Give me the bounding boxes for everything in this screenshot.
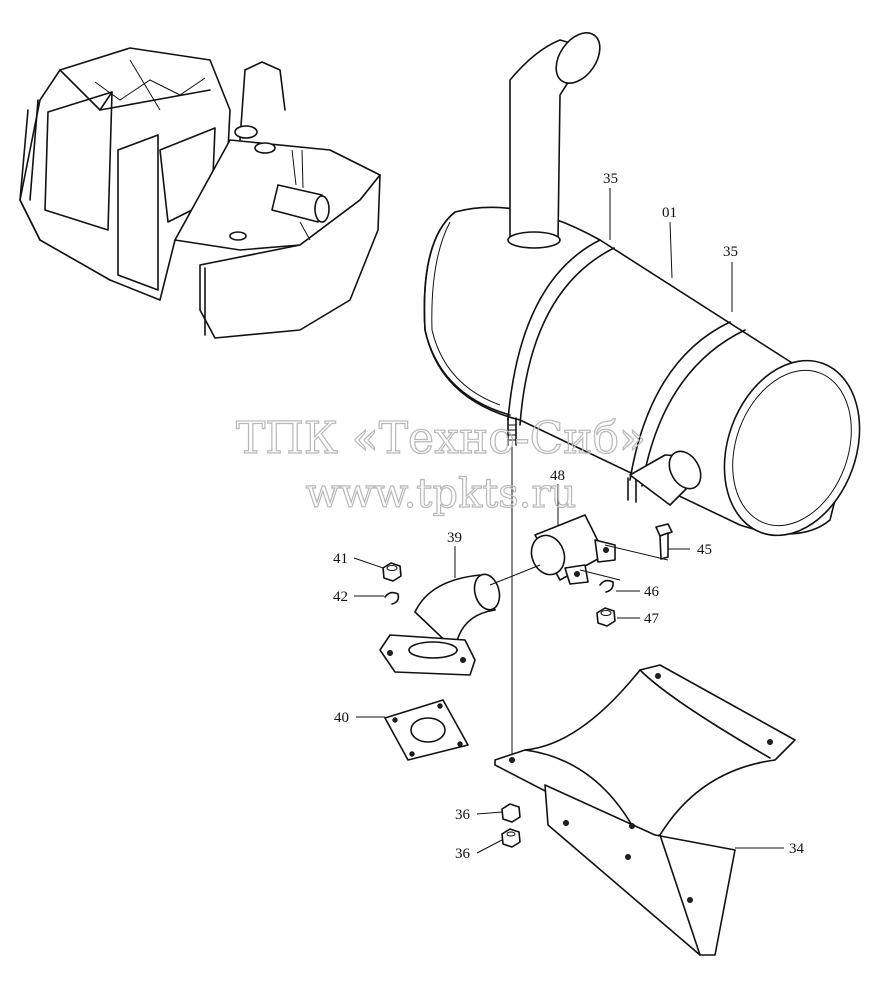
callout-48: 48 <box>550 468 565 484</box>
nut-36-upper <box>501 803 521 823</box>
washer-46 <box>599 579 614 593</box>
nut-41 <box>382 562 402 582</box>
muffler-assembly <box>423 32 861 537</box>
watermark-line2: www.tpkts.ru <box>306 471 577 517</box>
callout-36a: 36 <box>455 807 471 823</box>
callout-47: 47 <box>644 611 660 627</box>
watermark-line1: ТПК «Техно-Сиб» <box>236 413 646 464</box>
leader-lines <box>353 188 784 854</box>
callout-41: 41 <box>333 551 348 567</box>
callout-35a: 35 <box>603 171 618 187</box>
callout-labels: 35 01 35 48 39 41 42 45 46 47 40 36 36 3… <box>333 171 805 862</box>
washer-42 <box>384 591 400 605</box>
clamp-48 <box>530 514 669 585</box>
gasket-40 <box>384 699 469 761</box>
excavator-overview <box>19 47 381 339</box>
callout-34: 34 <box>789 841 805 857</box>
callout-45: 45 <box>697 542 712 558</box>
elbow-pipe-39 <box>379 564 541 676</box>
bolt-45 <box>655 523 673 560</box>
watermark: ТПК «Техно-Сиб» www.tpkts.ru <box>235 412 646 517</box>
nut-47 <box>596 607 616 627</box>
callout-01: 01 <box>662 205 677 221</box>
nut-36-lower <box>501 828 521 848</box>
callout-39: 39 <box>447 530 462 546</box>
callout-40: 40 <box>334 710 349 726</box>
callout-46: 46 <box>644 584 660 600</box>
bracket-34 <box>494 664 796 956</box>
callout-35b: 35 <box>723 244 738 260</box>
callout-42: 42 <box>333 589 348 605</box>
callout-36b: 36 <box>455 846 471 862</box>
